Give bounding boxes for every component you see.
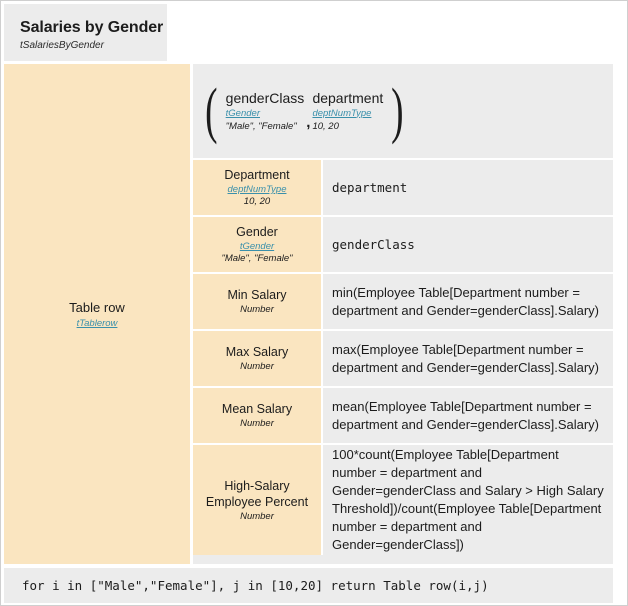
field-expression[interactable]: 100*count(Employee Table[Department numb… (323, 445, 613, 555)
field-name: High-Salary Employee Percent (205, 478, 309, 509)
field-name-cell[interactable]: High-Salary Employee Percent Number (193, 445, 323, 555)
table-row: Gender tGender "Male", "Female" genderCl… (193, 215, 613, 272)
table-row: Max Salary Number max(Employee Table[Dep… (193, 329, 613, 386)
parameter-type-link[interactable]: deptNumType (312, 107, 372, 119)
parameter-name: department (312, 89, 384, 106)
field-name-cell[interactable]: Mean Salary Number (193, 388, 323, 443)
field-name: Mean Salary (221, 402, 293, 416)
open-paren: ( (205, 76, 218, 145)
field-name: Gender (236, 225, 278, 239)
field-name: Max Salary (225, 345, 289, 359)
field-expression[interactable]: min(Employee Table[Department number = d… (323, 274, 613, 329)
parameter-separator: , (306, 113, 311, 131)
parameter-department: department deptNumType 10, 20 (310, 90, 385, 133)
parameter-list: genderClass tGender "Male", "Female" , d… (222, 90, 388, 133)
signature-block: ( genderClass tGender "Male", "Female" ,… (193, 64, 613, 158)
parameter-genderclass: genderClass tGender "Male", "Female" (224, 90, 307, 133)
close-paren: ) (391, 76, 404, 145)
field-name-cell[interactable]: Department deptNumType 10, 20 (193, 160, 323, 215)
field-type: Number (240, 418, 274, 429)
field-name-cell[interactable]: Max Salary Number (193, 331, 323, 386)
field-name-cell[interactable]: Gender tGender "Male", "Female" (193, 217, 323, 272)
row-type-label: Table row (69, 299, 125, 315)
row-type-column: Table row tTablerow (4, 64, 190, 564)
field-name: Department (224, 168, 290, 182)
parameter-name: genderClass (225, 89, 305, 106)
code-text: for i in ["Male","Female"], j in [10,20]… (22, 578, 489, 593)
field-name: Min Salary (227, 288, 287, 302)
table-row: Mean Salary Number mean(Employee Table[D… (193, 386, 613, 443)
table-row: Min Salary Number min(Employee Table[Dep… (193, 272, 613, 329)
title-card: Salaries by Gender tSalariesByGender (4, 4, 167, 61)
table-row: Department deptNumType 10, 20 department (193, 158, 613, 215)
field-values: "Male", "Female" (221, 253, 293, 264)
field-expression[interactable]: department (323, 160, 613, 215)
code-bar[interactable]: for i in ["Male","Female"], j in [10,20]… (4, 568, 613, 603)
field-type-link[interactable]: deptNumType (227, 184, 287, 195)
page-title: Salaries by Gender (20, 19, 164, 36)
field-name-cell[interactable]: Min Salary Number (193, 274, 323, 329)
row-type-link[interactable]: tTablerow (76, 317, 118, 329)
field-type: Number (240, 510, 274, 522)
table-row: High-Salary Employee Percent Number 100*… (193, 443, 613, 555)
field-type: Number (240, 304, 274, 315)
field-expression[interactable]: max(Employee Table[Department number = d… (323, 331, 613, 386)
field-values: 10, 20 (243, 196, 271, 207)
definition-panel: ( genderClass tGender "Male", "Female" ,… (193, 64, 613, 564)
page-type-name: tSalariesByGender (20, 40, 104, 51)
parameter-values: "Male", "Female" (225, 120, 297, 132)
field-rows: Department deptNumType 10, 20 department… (193, 158, 613, 555)
field-expression[interactable]: mean(Employee Table[Department number = … (323, 388, 613, 443)
field-type-link[interactable]: tGender (239, 241, 275, 252)
field-type: Number (240, 361, 274, 372)
parameter-values: 10, 20 (312, 120, 339, 132)
parameter-type-link[interactable]: tGender (225, 107, 260, 119)
field-expression[interactable]: genderClass (323, 217, 613, 272)
